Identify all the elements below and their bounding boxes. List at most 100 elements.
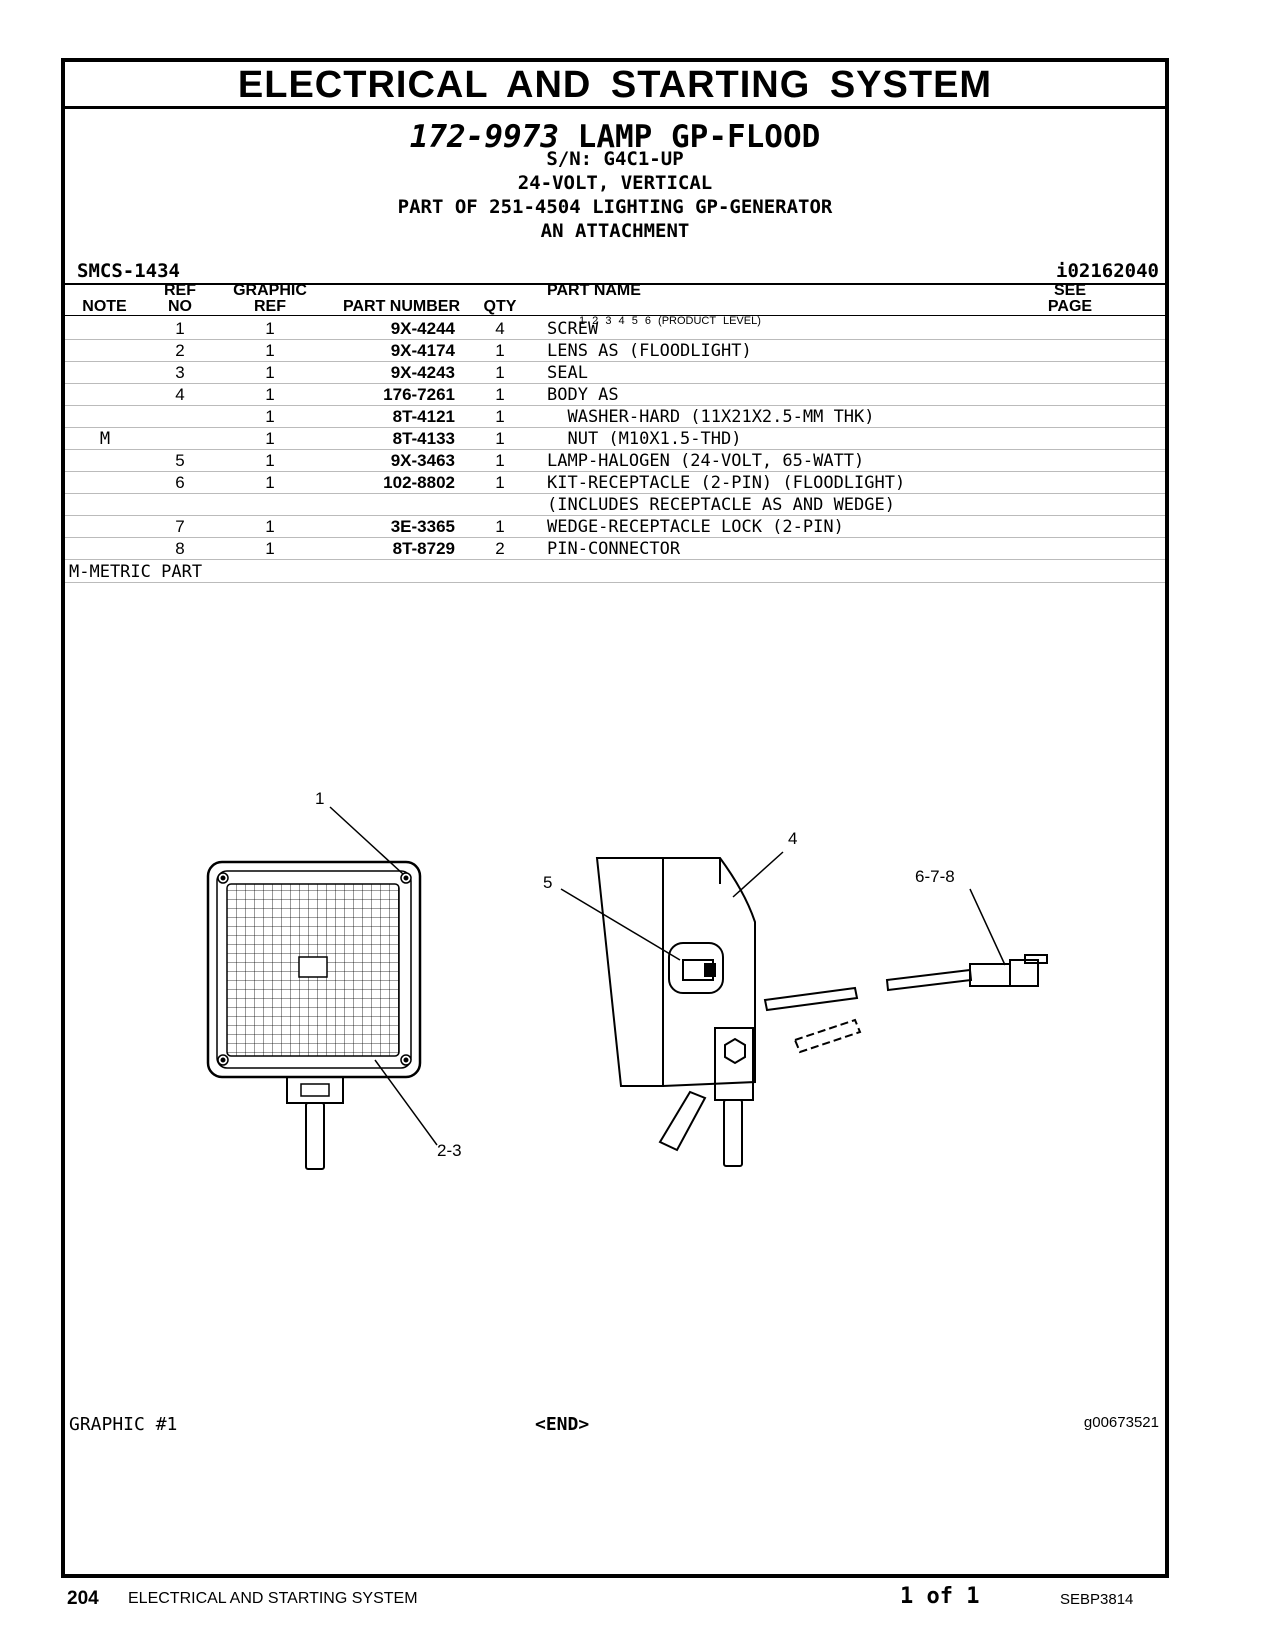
qty-cell: 2 [495,539,505,558]
col-graphic-ref: GRAPHIC REF [225,283,315,315]
part-of-line: PART OF 251-4504 LIGHTING GP-GENERATOR [397,196,833,218]
part-name-cell: BODY AS [547,385,619,405]
part-name-cell: WASHER-HARD (11X21X2.5-MM THK) [547,407,875,427]
header-rule-bottom [65,315,1165,316]
page-number: 204 [67,1588,99,1609]
smcs-code: SMCS-1434 [77,260,180,282]
part-number-cell: 9X-4244 [390,319,455,338]
graphic-ref-cell: 1 [265,473,275,492]
ref-no-cell: 8 [175,539,185,558]
ref-no-cell: 3 [175,363,185,382]
receptacle-kit [885,954,1048,992]
footer-section: ELECTRICAL AND STARTING SYSTEM [128,1590,418,1607]
part-number-cell: 9X-4243 [390,363,455,382]
ref-no-cell: 1 [175,319,185,338]
col-ref-no-line1: REF [164,282,196,299]
part-name-cell: LAMP-HALOGEN (24-VOLT, 65-WATT) [547,451,865,471]
ref-no-cell: 4 [175,385,185,404]
group-part-title: LAMP GP-FLOOD [577,119,821,155]
callout-6-7-8: 6-7-8 [915,867,955,886]
ref-no-cell: 2 [175,341,185,360]
note-cell: M [99,429,111,449]
ref-no-cell: 5 [175,451,185,470]
section-banner: ELECTRICAL AND STARTING SYSTEM [65,62,1165,109]
col-graphic-ref-line2: REF [254,298,286,315]
table-row: (INCLUDES RECEPTACLE AS AND WEDGE) [65,494,1165,516]
callout-2-3: 2-3 [437,1141,462,1160]
part-name-cell: (INCLUDES RECEPTACLE AS AND WEDGE) [547,495,895,515]
graphic-ref-cell: 1 [265,385,275,404]
table-row: 4 1 176-7261 1 BODY AS [65,384,1165,406]
qty-cell: 1 [495,429,505,448]
table-row: M 1 8T-4133 1 NUT (M10X1.5-THD) [65,428,1165,450]
page-frame: ELECTRICAL AND STARTING SYSTEM 172-9973 … [61,58,1169,1578]
header-rule-top [65,283,1165,285]
table-row: 3 1 9X-4243 1 SEAL [65,362,1165,384]
document-id: i02162040 [1056,260,1159,282]
serial-range: S/N: G4C1-UP [546,148,684,170]
col-graphic-ref-line1: GRAPHIC [233,282,307,299]
table-row: 1 1 9X-4244 4 SCREW [65,318,1165,340]
col-qty: QTY [483,298,517,315]
qty-cell: 1 [495,385,505,404]
col-see-page: SEE PAGE [1035,283,1105,315]
group-title: 172-9973 LAMP GP-FLOOD [65,119,1165,155]
table-row: 2 1 9X-4174 1 LENS AS (FLOODLIGHT) [65,340,1165,362]
qty-cell: 1 [495,341,505,360]
part-number-cell: 176-7261 [383,385,455,404]
callout-5: 5 [543,873,552,892]
part-number-cell: 8T-8729 [392,539,455,558]
part-number-cell: 9X-3463 [390,451,455,470]
part-name-cell: SCREW [547,319,599,339]
part-name-cell: SEAL [547,363,588,383]
qty-cell: 1 [495,473,505,492]
col-part-number: PART NUMBER [342,298,460,315]
group-part-number: 172-9973 [409,119,559,155]
table-row: 7 1 3E-3365 1 WEDGE-RECEPTACLE LOCK (2-PIN) [65,516,1165,538]
col-see-page-line1: SEE [1053,282,1086,299]
col-note: NOTE [82,298,127,315]
part-name-cell: WEDGE-RECEPTACLE LOCK (2-PIN) [547,517,844,537]
page-count: 1 of 1 [900,1584,980,1609]
part-number-cell: 8T-4121 [392,407,455,426]
document-number: SEBP3814 [1060,1591,1134,1608]
graphic-ref-cell: 1 [265,407,275,426]
graphic-ref-cell: 1 [265,429,275,448]
graphic-ref-cell: 1 [265,319,275,338]
qty-cell: 1 [495,363,505,382]
attachment-line: AN ATTACHMENT [540,220,690,242]
part-number-cell: 3E-3365 [390,517,455,536]
table-row: 6 1 102-8802 1 KIT-RECEPTACLE (2-PIN) (FLOOD… [65,472,1165,494]
part-number-cell: 102-8802 [383,473,455,492]
end-marker: <END> [535,1414,590,1435]
qty-cell: 4 [495,319,505,338]
callout-leaders [329,806,1006,1146]
col-see-page-line2: PAGE [1047,298,1093,315]
qty-cell: 1 [495,451,505,470]
graphic-ref-cell: 1 [265,517,275,536]
col-product-level: 1 2 3 4 5 6 (PRODUCT LEVEL) [579,315,761,327]
part-name-cell: LENS AS (FLOODLIGHT) [547,341,752,361]
part-name-cell: NUT (M10X1.5-THD) [547,429,742,449]
qty-cell: 1 [495,407,505,426]
part-name-cell: KIT-RECEPTACLE (2-PIN) (FLOODLIGHT) [547,473,906,493]
graphic-label: GRAPHIC #1 [69,1414,178,1435]
metric-note-rule [65,582,1165,583]
ref-no-cell: 6 [175,473,185,492]
part-number-cell: 8T-4133 [392,429,455,448]
qty-cell: 1 [495,517,505,536]
table-row: 1 8T-4121 1 WASHER-HARD (11X21X2.5-MM THK) [65,406,1165,428]
graphic-ref-cell: 1 [265,341,275,360]
graphic-ref-cell: 1 [265,363,275,382]
ref-no-cell: 7 [175,517,185,536]
part-number-cell: 9X-4174 [390,341,455,360]
lamp-side-view [595,857,862,1167]
exploded-view-graphic: 1 2-3 4 5 6-7-8 [206,789,1048,1170]
col-ref-no-line2: NO [168,298,192,315]
col-ref-no: REF NO [160,283,200,315]
lamp-front-view [206,860,422,1170]
variant-line: 24-VOLT, VERTICAL [517,172,713,194]
graphic-id: g00673521 [1083,1414,1159,1431]
